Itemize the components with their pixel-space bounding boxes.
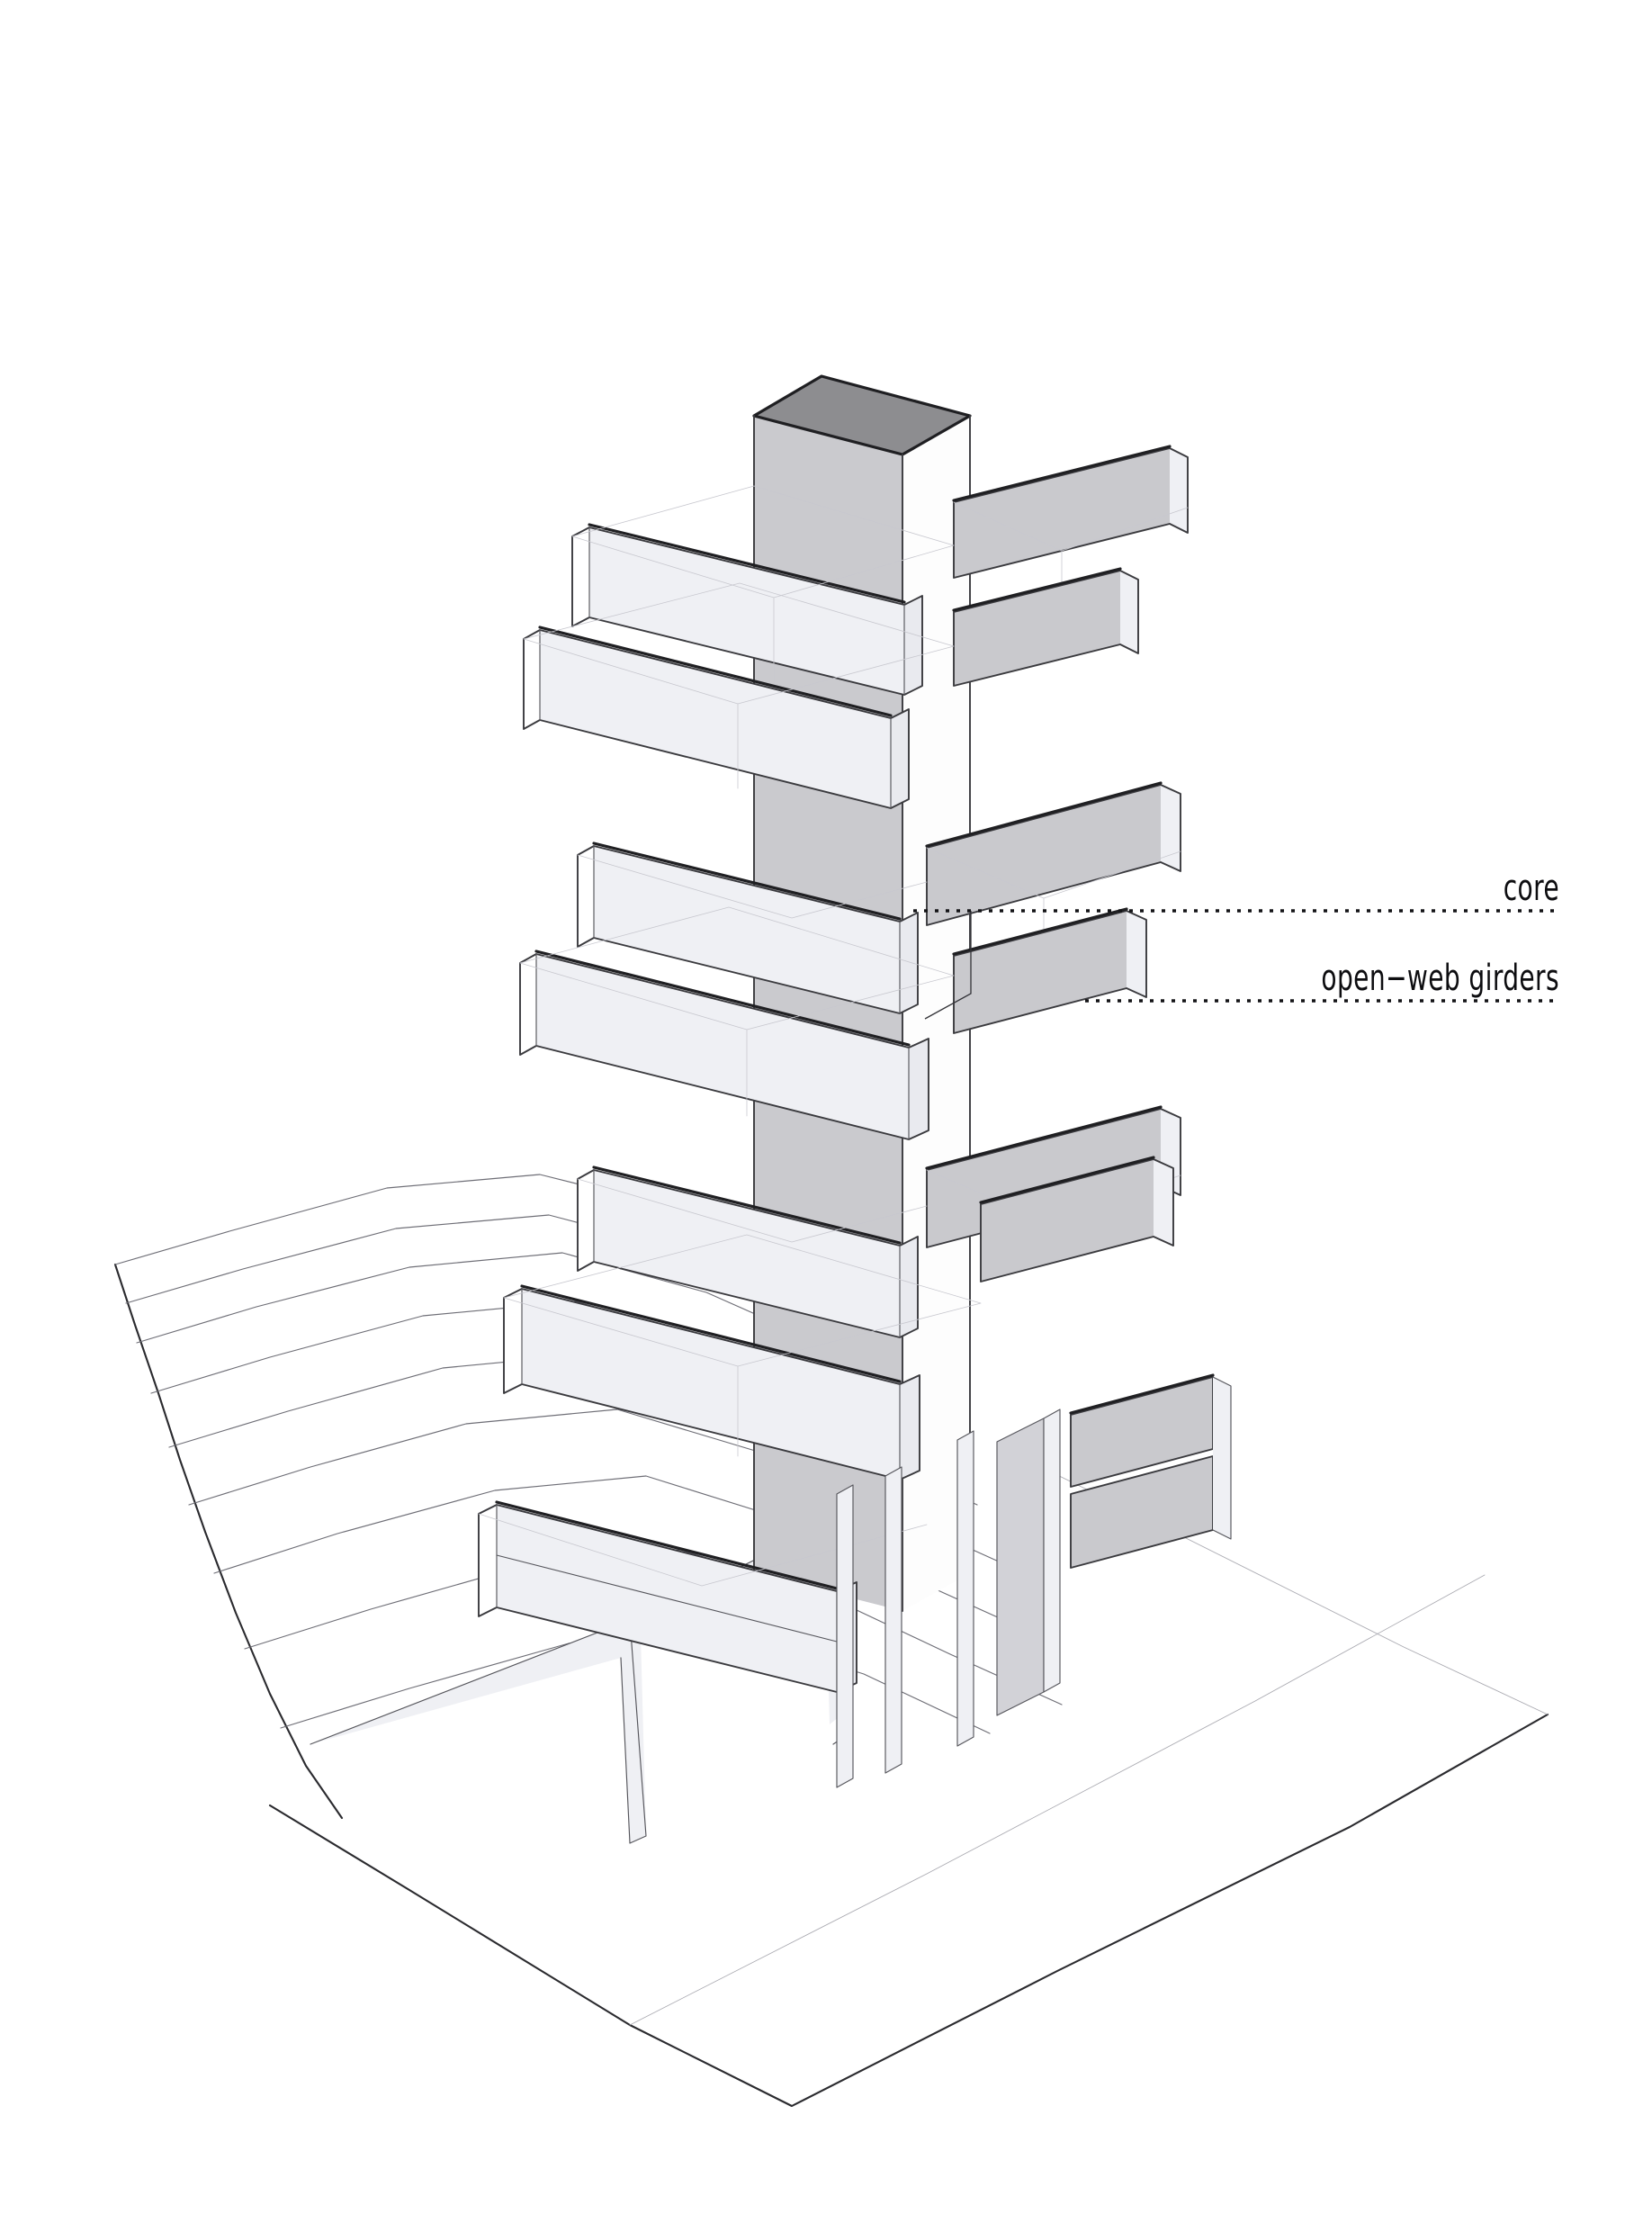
podium-slab-endcap [479,1505,497,1616]
terrace-endcap [1213,1377,1231,1539]
ground-plane-outline [268,1713,1549,2108]
girder-level-1 [571,445,1189,696]
girder-slab-1r-face [954,448,1170,578]
fin-b [885,1467,902,1773]
ground-floor-fins [836,1373,1232,1788]
girder-level-6 [503,1156,1174,1480]
girder-slab-6r-cap [1154,1159,1173,1246]
core-right-face [902,416,970,1611]
ground-plane [270,1451,1548,2106]
girder-slab-1r-cap [1170,448,1188,533]
foundation-wedge-edge [310,1619,647,1844]
girder-slab-5l-endcap [578,1170,594,1271]
annotation-core: core [913,868,1559,1020]
girder-slab-3l-cap [900,913,918,1013]
fin-d [997,1418,1044,1715]
girder-slab-6l-endcap [504,1289,522,1393]
girder-slab-1l-cap [904,596,922,695]
girder-slab-3l-endcap [578,846,594,947]
foundation-wedge [310,1620,646,1843]
fin-c [957,1431,974,1746]
hillside-left-edge [113,1263,344,1820]
girder-slab-1l-endcap [572,527,589,626]
girder-slab-2l-face [540,630,891,808]
terrace-lower [1071,1456,1213,1568]
girder-slab-6r-face [981,1159,1154,1282]
ground-plane-crease [629,1574,1486,2026]
girder-slab-4l-cap [909,1039,929,1139]
girder-level-3 [577,781,1181,1014]
girder-slab-5l-face [594,1170,900,1337]
girder-slab-3r-face [927,785,1161,925]
girder-slab-3r-cap [1161,785,1181,871]
terrace-upper [1071,1377,1213,1487]
girder-slab-2r-face [954,571,1120,686]
annotation-layer: core open−web girders [913,868,1559,1020]
girder-slab-1l-face [589,527,904,695]
open-web-girders-label: open−web girders [1321,958,1559,999]
girder-level-2 [523,567,1139,809]
core-label: core [1504,868,1559,909]
girder-slab-4l-endcap [520,954,536,1055]
girder-slab-4l-face [536,954,909,1139]
girder-slab-6l-cap [900,1375,920,1480]
core-top-face [754,376,970,454]
girder-slab-2l-cap [891,709,909,808]
girder-slab-6l-face [522,1289,900,1480]
girder-slab-2r-cap [1120,571,1138,653]
fin-e [1044,1409,1060,1692]
girder-slab-3l-face [594,846,900,1013]
annotation-open-web-girders: open−web girders [1085,958,1559,1003]
girder-slab-4r-face [954,911,1127,1033]
fin-a [837,1485,853,1787]
girder-slab-5l-cap [900,1237,918,1337]
girder-slab-2l-endcap [524,630,540,729]
core-leader-tick [924,911,972,1020]
girder-slab-4r-cap [1127,911,1146,997]
girder-level-4 [519,906,1147,1140]
